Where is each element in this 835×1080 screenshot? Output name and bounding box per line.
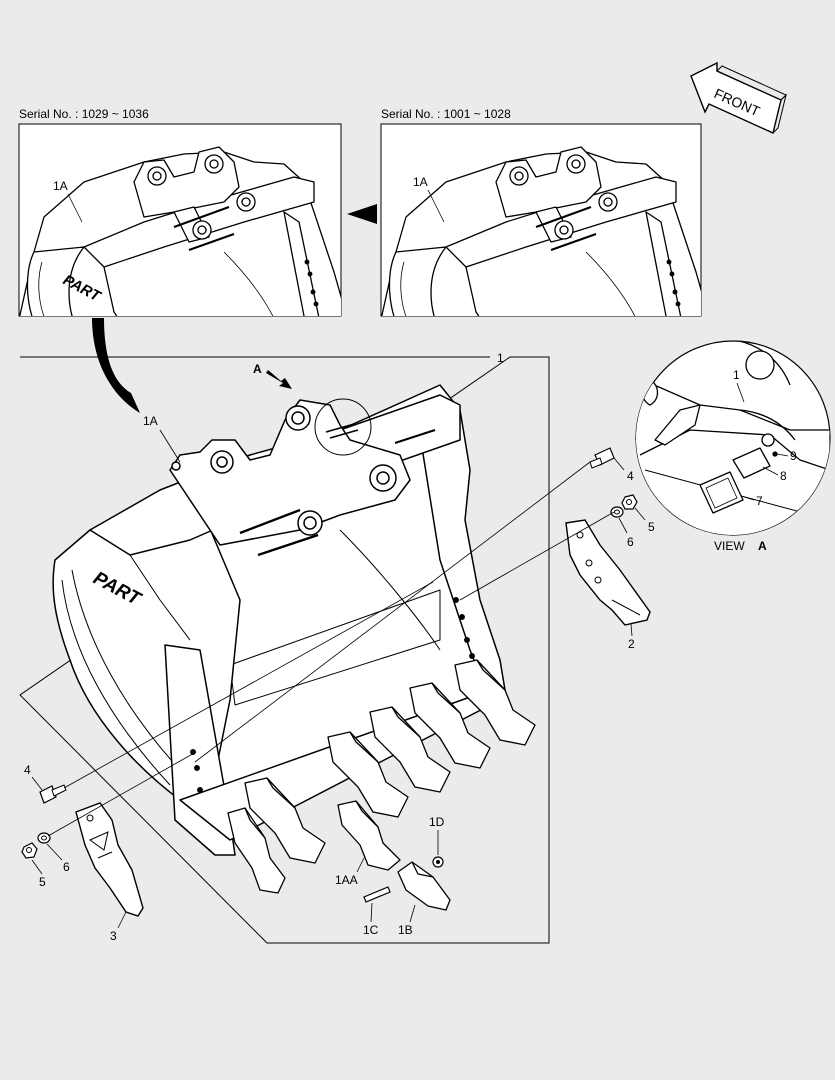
callout-washer-right: 6 — [627, 535, 634, 549]
tooth-adapter-1AA — [337, 800, 401, 871]
callout-side-cutter-left: 3 — [110, 929, 117, 943]
callout-nut-left: 5 — [39, 875, 46, 889]
bolt-left — [39, 784, 67, 804]
inset-right-leader — [427, 189, 445, 223]
callout-bolt-left: 4 — [24, 763, 31, 777]
inset-right-serial: Serial No. : 1001 ~ 1028 — [381, 107, 511, 121]
leader-plate-screw — [776, 453, 789, 457]
leader-bucket — [159, 429, 181, 463]
bucket-ear-plates — [169, 399, 411, 546]
assembly-line-right-upper — [194, 461, 591, 763]
washer-left — [37, 832, 51, 844]
bolt-right — [589, 447, 615, 469]
view-a-caption-letter: A — [758, 539, 767, 553]
inset-left-callout: 1A — [53, 179, 68, 193]
assembly-line-left-upper — [63, 581, 434, 789]
callout-tooth-adapter: 1AA — [335, 873, 358, 887]
leader-bolt-right — [613, 457, 625, 471]
leader-view-frame — [736, 382, 745, 403]
tooth-7 — [454, 659, 536, 746]
side-cutter-right-group — [194, 447, 651, 763]
leader-tip — [409, 904, 416, 923]
nut-left — [21, 842, 38, 859]
assembly-line-right-lower — [459, 511, 615, 601]
inset-left-leader — [67, 193, 83, 223]
callout-tooth-tip: 1B — [398, 923, 413, 937]
view-a-arrow — [266, 370, 292, 389]
bucket-floor-panel — [229, 589, 441, 706]
view-a-detail: 1 9 8 7 VIEW A — [635, 340, 831, 553]
leader-plate-large — [740, 495, 755, 501]
leader-cutter-left — [117, 911, 127, 929]
leader-pin — [370, 902, 373, 923]
plate-small-8 — [732, 447, 771, 479]
tooth-row — [227, 659, 536, 911]
callout-main-frame: 1 — [497, 351, 504, 365]
tooth-2 — [244, 777, 326, 864]
plate-large-7 — [699, 471, 744, 514]
callout-bolt-right: 4 — [627, 469, 634, 483]
view-a-marker-circle — [314, 398, 372, 456]
leader-adapter — [356, 857, 365, 873]
washer-right — [610, 506, 624, 518]
callout-plate-large: 7 — [756, 494, 763, 508]
leader-plate-small — [762, 466, 779, 476]
leader-washer-left — [46, 843, 63, 861]
inset-to-main-arrow — [92, 318, 140, 413]
callout-pin: 1C — [363, 923, 379, 937]
tooth-6 — [409, 682, 491, 769]
view-a-caption: VIEW — [714, 539, 745, 553]
pin-1C — [363, 886, 391, 903]
lock-1D — [432, 856, 444, 868]
callout-bucket: 1A — [143, 414, 158, 428]
callout-view-frame: 1 — [733, 368, 740, 382]
tooth-1 — [227, 807, 286, 894]
callout-nut-right: 5 — [648, 520, 655, 534]
callout-side-cutter-right: 2 — [628, 637, 635, 651]
nut-right — [621, 494, 638, 510]
side-cutter-right — [565, 519, 651, 626]
inset-right: Serial No. : 1001 ~ 1028 1A — [380, 107, 702, 317]
view-a-arrow-letter: A — [253, 362, 262, 376]
leader-nut-left — [31, 859, 43, 875]
callout-lock: 1D — [429, 815, 445, 829]
leader-nut-right — [634, 507, 646, 521]
inset-left-serial: Serial No. : 1029 ~ 1036 — [19, 107, 149, 121]
inset-left: PART Serial No. : 1029 ~ 1036 1A — [18, 107, 342, 317]
side-cutter-left-group — [21, 581, 434, 917]
direction-triangle — [347, 204, 377, 224]
front-arrow: FRONT — [690, 61, 787, 134]
tooth-4 — [327, 731, 409, 818]
leader-bolt-left — [31, 776, 43, 791]
inset-right-callout: 1A — [413, 175, 428, 189]
callout-plate-screw: 9 — [790, 449, 797, 463]
leader-washer-right — [618, 517, 628, 534]
tooth-5 — [369, 706, 451, 793]
callout-washer-left: 6 — [63, 860, 70, 874]
leader-cutter-right — [630, 623, 633, 637]
side-cutter-left — [75, 802, 144, 917]
tooth-tip-1B — [397, 861, 451, 911]
callout-plate-small: 8 — [780, 469, 787, 483]
assembly-line-left-lower — [47, 751, 197, 837]
